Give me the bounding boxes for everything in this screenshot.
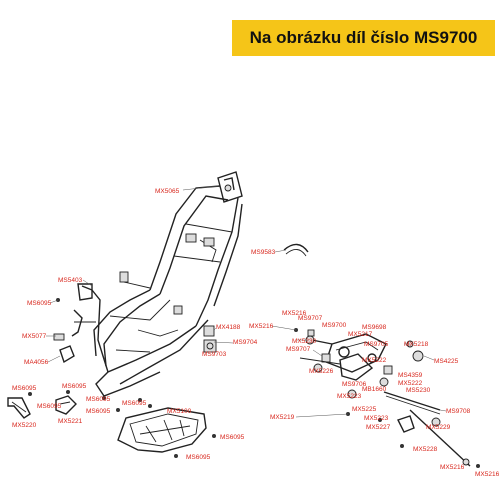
label-MS6095-b[interactable]: MS6095 bbox=[12, 385, 37, 392]
label-MX5218[interactable]: MX5218 bbox=[404, 341, 429, 348]
label-MX5221[interactable]: MX5221 bbox=[58, 418, 83, 425]
label-MS9704[interactable]: MS9704 bbox=[233, 339, 258, 346]
label-MS6095-i[interactable]: MS6095 bbox=[186, 454, 211, 461]
label-MX5216-c[interactable]: MX5216 bbox=[440, 464, 465, 471]
label-MS6095-c[interactable]: MS6095 bbox=[62, 383, 87, 390]
label-MX5229[interactable]: MX5229 bbox=[426, 424, 451, 431]
header-banner: Na obrázku díl číslo MS9700 bbox=[232, 20, 495, 56]
label-MX5226[interactable]: MX5226 bbox=[309, 368, 334, 375]
label-MX5216-b[interactable]: MX5216 bbox=[249, 323, 274, 330]
label-MS5403[interactable]: MS5403 bbox=[58, 277, 83, 284]
label-MX4188[interactable]: MX4188 bbox=[216, 324, 241, 331]
label-MX5219[interactable]: MX5219 bbox=[270, 414, 295, 421]
bushing-part bbox=[203, 325, 217, 353]
label-MX5228[interactable]: MX5228 bbox=[413, 446, 438, 453]
label-MA4056[interactable]: MA4056 bbox=[24, 359, 49, 366]
label-MX5220[interactable]: MX5220 bbox=[12, 422, 37, 429]
label-MS6095-d[interactable]: MS6095 bbox=[37, 403, 62, 410]
label-MS9583[interactable]: MS9583 bbox=[251, 249, 276, 256]
label-MS9707-b[interactable]: MS9707 bbox=[286, 346, 311, 353]
label-MX5227[interactable]: MX5227 bbox=[366, 424, 391, 431]
label-MS9703[interactable]: MS9703 bbox=[202, 351, 227, 358]
clip-part bbox=[283, 243, 309, 257]
label-MX5065[interactable]: MX5065 bbox=[155, 188, 180, 195]
skid-plate bbox=[117, 407, 207, 453]
bolts-left bbox=[28, 298, 216, 458]
label-MX5230[interactable]: MX5230 bbox=[292, 338, 317, 345]
label-MB1660[interactable]: MB1660 bbox=[362, 386, 387, 393]
part-labels: MX5065 MS9583 MS5403 MS6095 MX5077 MA405… bbox=[12, 188, 500, 478]
label-MS6095-a[interactable]: MS6095 bbox=[27, 300, 52, 307]
label-MX5217[interactable]: MX5217 bbox=[348, 331, 373, 338]
label-MS4359[interactable]: MS4359 bbox=[398, 372, 423, 379]
label-MS9705[interactable]: MS9705 bbox=[364, 341, 389, 348]
label-MS6095-f[interactable]: MS6095 bbox=[86, 408, 111, 415]
label-MX5216-d[interactable]: MX5216 bbox=[475, 471, 500, 478]
label-MS9706[interactable]: MS9706 bbox=[342, 381, 367, 388]
main-frame bbox=[81, 171, 243, 397]
label-MS4225[interactable]: MS4225 bbox=[434, 358, 459, 365]
label-MX5077[interactable]: MX5077 bbox=[22, 333, 47, 340]
label-MS9707-a[interactable]: MS9707 bbox=[298, 315, 323, 322]
label-MX5225[interactable]: MX5225 bbox=[352, 406, 377, 413]
label-MX5222-a[interactable]: MX5222 bbox=[362, 357, 387, 364]
label-MS6095-g[interactable]: MS6095 bbox=[122, 400, 147, 407]
label-MX5100[interactable]: MX5100 bbox=[167, 408, 192, 415]
header-title: Na obrázku díl číslo MS9700 bbox=[249, 28, 478, 47]
leader-lines bbox=[46, 185, 447, 427]
engine-hanger bbox=[294, 328, 480, 468]
label-MS5230[interactable]: MS5230 bbox=[406, 387, 431, 394]
footrest-bracket-left bbox=[7, 397, 31, 419]
footrest-bracket-right bbox=[55, 395, 77, 415]
label-MS9708[interactable]: MS9708 bbox=[446, 408, 471, 415]
label-MS6095-h[interactable]: MS6095 bbox=[220, 434, 245, 441]
label-MX5222-b[interactable]: MX5222 bbox=[398, 380, 423, 387]
label-MX5223-b[interactable]: MX5223 bbox=[364, 415, 389, 422]
label-MS9700[interactable]: MS9700 bbox=[322, 322, 347, 329]
label-MX5223-a[interactable]: MX5223 bbox=[337, 393, 362, 400]
label-MS9698[interactable]: MS9698 bbox=[362, 324, 387, 331]
label-MS6095-e[interactable]: MS6095 bbox=[86, 396, 111, 403]
label-MX5216-a[interactable]: MX5216 bbox=[282, 310, 307, 317]
left-bracket-assembly bbox=[53, 283, 96, 364]
